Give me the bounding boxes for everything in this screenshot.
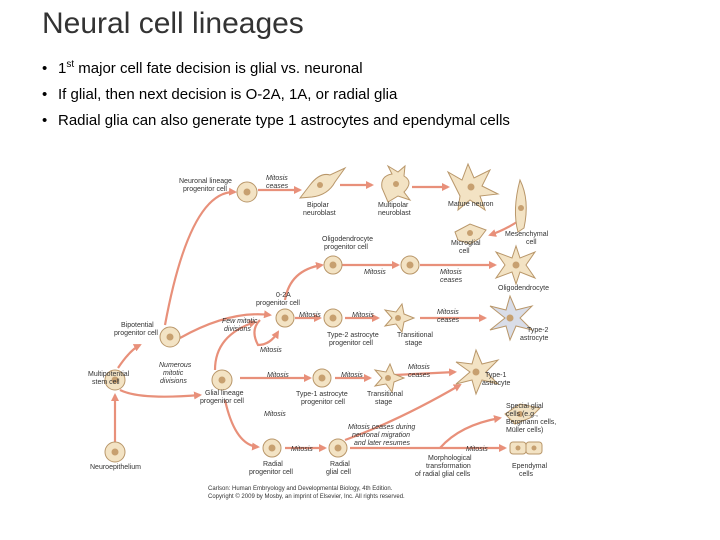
bullet-dot: • [42,86,48,103]
cells [104,162,543,463]
figure-credit: Carlson: Human Embryology and Developmen… [208,486,405,500]
label-mature-neuron: Mature neuron [448,201,494,208]
mature-neuron-cell [446,162,500,212]
label-mitosis-c: Mitosis [352,312,374,319]
type1-progenitor-cell [312,368,332,388]
bullet-dot: • [42,60,48,77]
neuroepithelium-cell [104,441,126,463]
credit-line-2: Copyright © 2009 by Mosby, an imprint of… [208,493,405,500]
oligodendrocyte-cell [494,244,537,286]
label-oligodendrocyte: Oligodendrocyte [498,285,549,292]
arrow-transitional-type1 [394,368,457,377]
transitional-stage-cell-1 [383,302,416,334]
bullet-item: • Radial glia can also generate type 1 as… [42,108,510,134]
o2a-progenitor-cell [275,308,295,328]
oligo-progenitor-cell [323,255,343,275]
label-mitosis-i: Mitosis [466,446,488,453]
label-mitosis-e: Mitosis [267,372,289,379]
glial-lineage-cell [211,369,233,391]
bullet-dot: • [42,112,48,129]
label-mitosis-f: Mitosis [341,372,363,379]
transitional-stage-cell-2 [373,362,406,394]
bipolar-neuroblast-cell [298,166,347,199]
bullet-item: • If glial, then next decision is O-2A, 1… [42,82,510,108]
arrow-radial-glial-type1 [344,383,462,442]
label-neuroepithelium: Neuroepithelium [90,464,141,471]
bipotential-progenitor-cell [159,326,181,348]
label-mitosis-a: Mitosis [364,269,386,276]
arrow-o2a-oligo-progenitor [283,261,324,301]
special-glial-cell [504,403,542,425]
bullet-text: 1 [58,60,67,77]
bullet-list: • 1st major cell fate decision is glial v… [42,52,510,134]
arrow-multipotential-bipotential [117,344,142,369]
microglial-cell [454,223,487,245]
arrow-glial-radial [223,399,260,451]
arrow-bipotential-o2a [179,310,272,339]
type2-astrocyte-cell [489,294,534,342]
arrow-transformation-special [439,415,502,449]
label-mitosis-g: Mitosis [264,411,286,418]
bullet-superscript: st [66,59,75,70]
bullet-text-rest: major cell fate decision is glial vs. ne… [74,60,363,77]
neuronal-lineage-cell [236,181,258,203]
slide-title: Neural cell lineages [42,7,304,40]
multipolar-neuroblast-cell [381,164,412,203]
lineage-arrows [111,181,521,452]
arrow-o2a-mitosis-loop [253,319,280,347]
label-mitosis-b: Mitosis [299,312,321,319]
arrow-bipotential-neuronal [163,187,237,326]
ependymal-cells [509,441,543,455]
bullet-text: Radial glia can also generate type 1 ast… [58,112,510,129]
label-mitosis-h: Mitosis [291,446,313,453]
bullet-item: • 1st major cell fate decision is glial v… [42,52,510,82]
type2-progenitor-cell [323,308,343,328]
radial-glial-cell [328,438,348,458]
arrow-multipotential-glial [119,389,202,400]
arrow-glial-o2a [213,320,257,371]
multipotential-stem-cell [104,369,126,391]
type1-astrocyte-cell [455,348,500,396]
bullet-text: If glial, then next decision is O-2A, 1A… [58,86,398,103]
label-mitosis-d: Mitosis [260,347,282,354]
oligo-progenitor-cell-2 [400,255,420,275]
credit-line-1: Carlson: Human Embryology and Developmen… [208,486,393,492]
mesenchymal-cell [514,178,527,233]
radial-progenitor-cell [262,438,282,458]
